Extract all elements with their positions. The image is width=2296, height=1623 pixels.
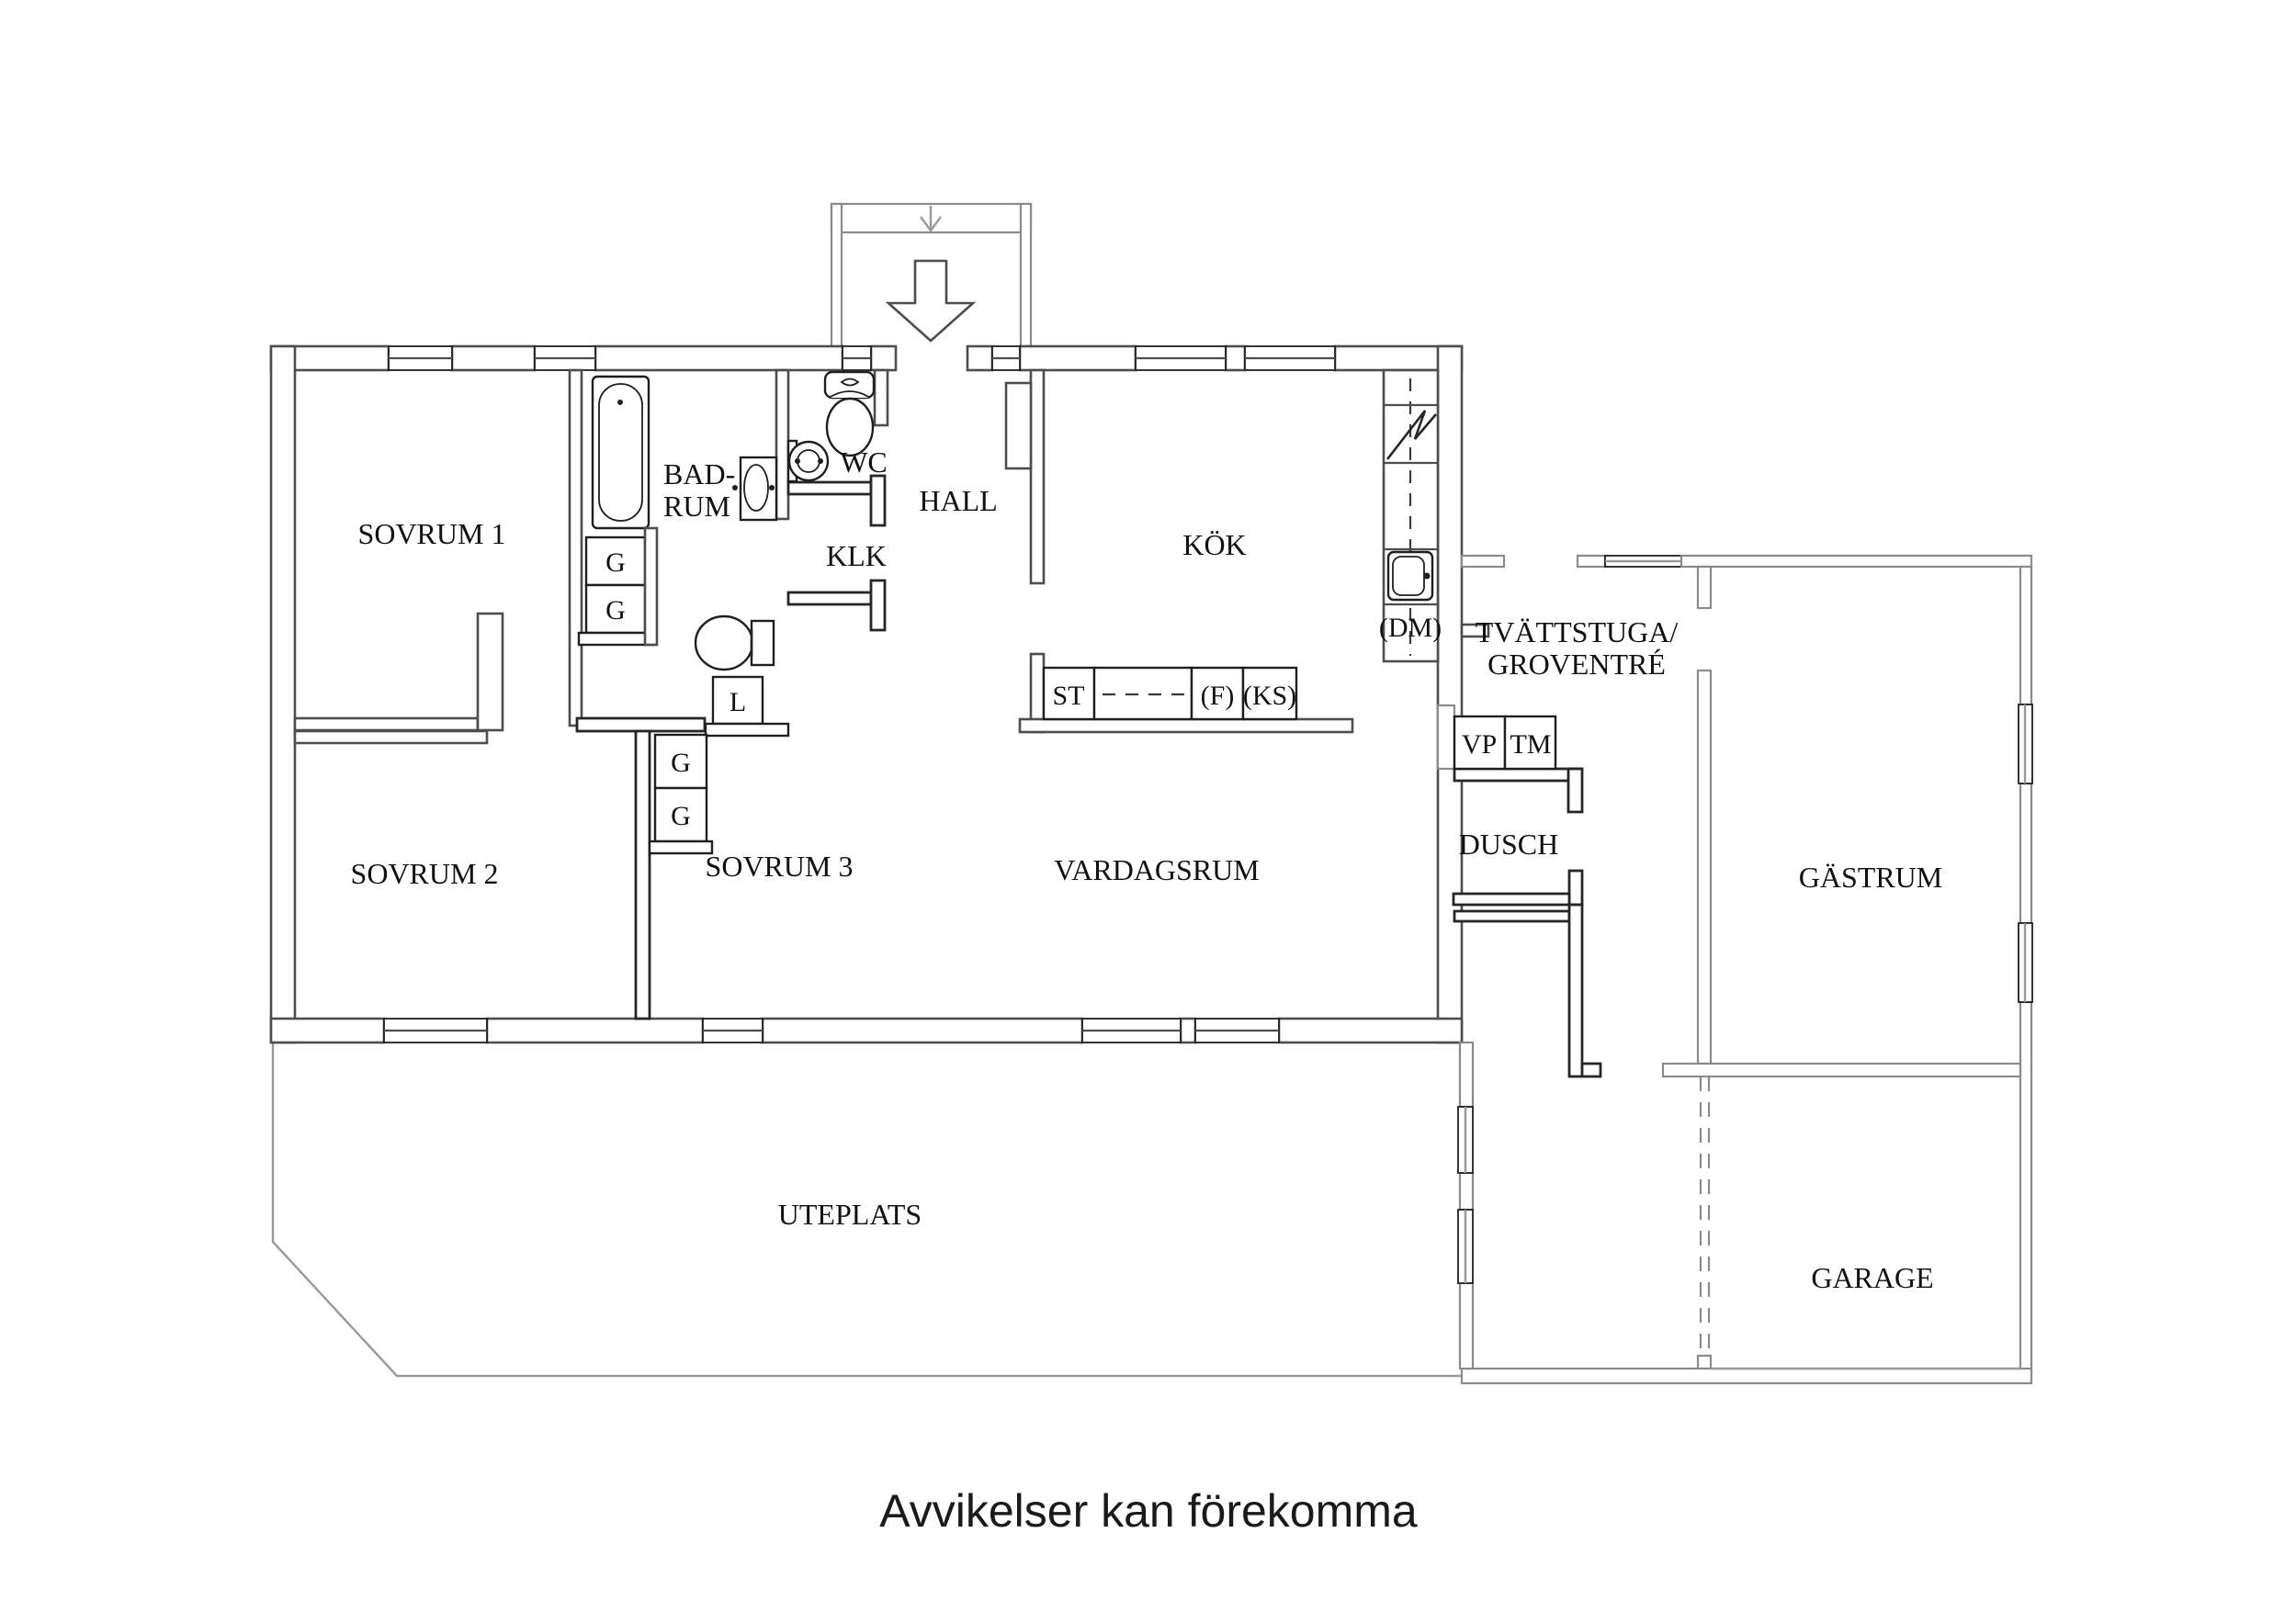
window-icon (383, 1018, 1280, 1043)
entrance-vestibule (830, 202, 1033, 348)
linen-closet (704, 675, 790, 738)
fixture-label-l: L (730, 687, 746, 717)
laundry-machines (1453, 715, 1557, 771)
stove-lightning-icon (1386, 410, 1437, 460)
window-icon (388, 345, 1336, 371)
vp-box (1453, 715, 1507, 771)
fixture-label-g4: G (671, 801, 691, 831)
room-label-uteplats: UTEPLATS (778, 1198, 922, 1231)
room-label-badrum-line2: RUM (663, 490, 730, 523)
hall-door-leaf (1004, 381, 1033, 470)
fixture-labels: G G G G L ST (F) (KS) (DM) VP TM (605, 547, 1551, 831)
entry-arrow-icon (885, 259, 977, 343)
room-label-gastrum: GÄSTRUM (1799, 861, 1942, 894)
fixture-label-tm: TM (1510, 729, 1552, 760)
room-label-wc: WC (840, 445, 888, 479)
badrum-toilet-icon (694, 614, 775, 671)
wc-fixtures (786, 370, 876, 483)
fixture-label-g1: G (605, 547, 626, 578)
room-label-dusch: DUSCH (1459, 828, 1558, 861)
badrum-sink-icon (732, 456, 778, 522)
fixture-label-g2: G (605, 595, 626, 626)
outer-walls (269, 344, 1464, 1044)
room-label-hall: HALL (919, 484, 997, 517)
room-label-sovrum1: SOVRUM 1 (358, 517, 506, 550)
room-label-sovrum3: SOVRUM 3 (706, 850, 854, 883)
kitchen-counter (1382, 368, 1440, 663)
kitchen-sink-icon (1386, 550, 1434, 602)
bathtub-icon (591, 375, 650, 530)
room-label-vardagsrum: VARDAGSRUM (1054, 853, 1259, 886)
room-label-tvattstuga-line1: TVÄTTSTUGA/ (1476, 615, 1679, 648)
wardrobe-badrum (577, 526, 659, 647)
wardrobe-sovrum3 (648, 733, 714, 855)
wc-sink-icon (786, 439, 830, 483)
fixture-label-g3: G (671, 748, 691, 778)
window-icon (1457, 1106, 1474, 1284)
room-label-sovrum2: SOVRUM 2 (351, 857, 499, 890)
fixture-label-dm: (DM) (1379, 613, 1442, 643)
fixture-label-vp: VP (1462, 729, 1497, 760)
room-label-tvattstuga-line2: GROVENTRÉ (1487, 648, 1666, 681)
disclaimer-note: Avvikelser kan förekomma (879, 1485, 1418, 1537)
fixture-label-st: ST (1052, 681, 1084, 711)
fixture-label-ks: (KS) (1243, 681, 1296, 711)
badrum-fixtures (577, 375, 790, 738)
garage-dashed-divider (1696, 1076, 1713, 1370)
room-label-garage: GARAGE (1811, 1261, 1933, 1294)
cabinet-row (1042, 666, 1298, 721)
uteplats-outline (271, 1043, 1466, 1378)
tm-box (1503, 715, 1557, 771)
wing-walls (1436, 554, 2033, 1385)
room-label-klk: KLK (826, 539, 887, 572)
entry-direction-tick-icon (920, 206, 942, 233)
room-labels: SOVRUM 1 SOVRUM 2 SOVRUM 3 BAD- RUM WC K… (351, 445, 1943, 1294)
window-icon (2018, 704, 2033, 1003)
interior-walls (293, 368, 1490, 1020)
room-label-kok: KÖK (1182, 528, 1246, 561)
fixture-label-f: (F) (1201, 681, 1235, 711)
room-label-badrum-line1: BAD- (663, 457, 735, 490)
wc-toilet-icon (823, 370, 876, 457)
